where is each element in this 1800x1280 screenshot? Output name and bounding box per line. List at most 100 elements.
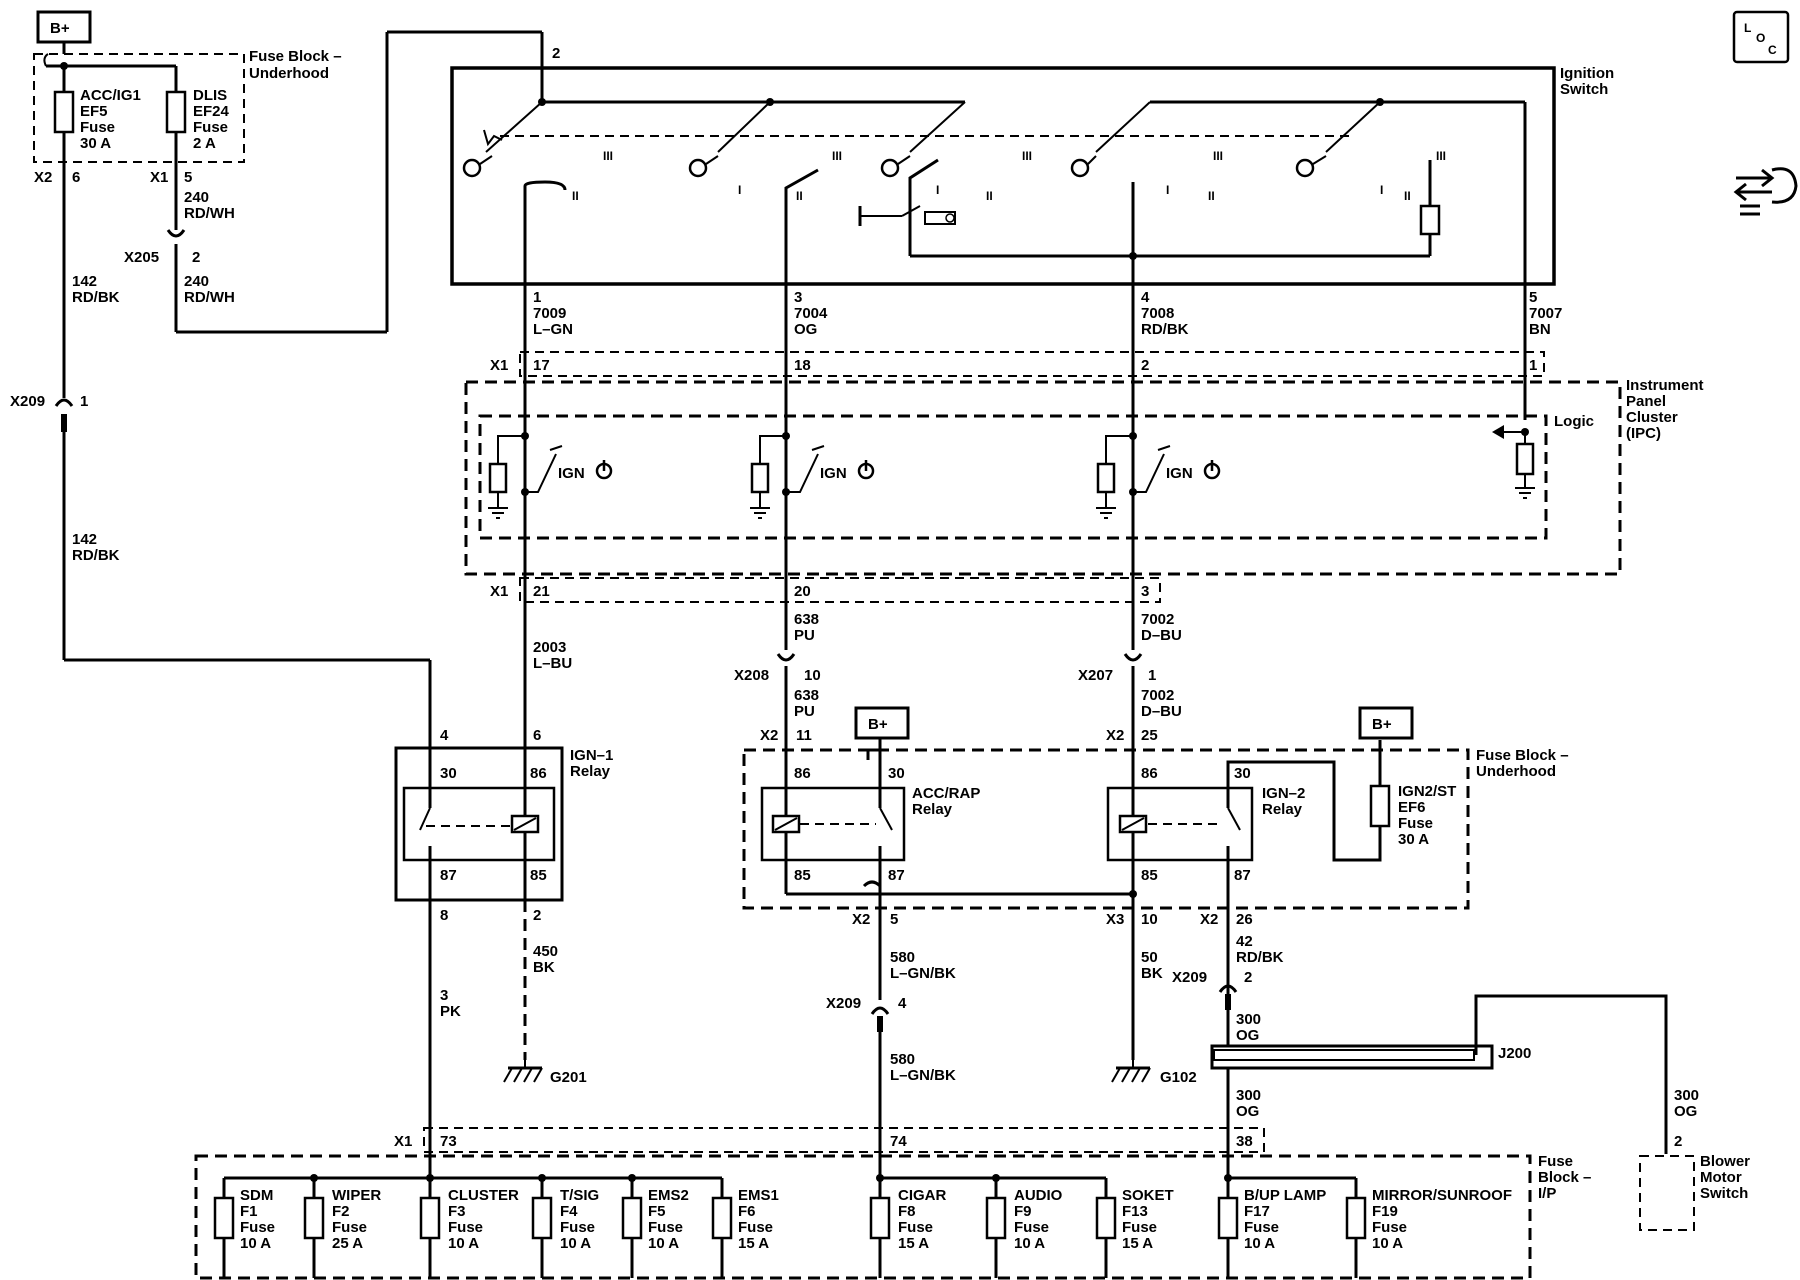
svg-text:II: II [986,189,993,203]
splice-j200 [1210,1044,1494,1070]
svg-text:10 A: 10 A [648,1235,679,1252]
w7007-color: BN [1529,321,1551,338]
svg-text:F13: F13 [1122,1203,1148,1220]
switch-pole-4 [1070,158,1090,178]
w142b-color: RD/BK [72,547,120,564]
blower-motor-switch: 2 Blower Motor Switch [1639,1133,1750,1231]
w142a-color: RD/BK [72,289,120,306]
w638a-circuit: 638 [794,611,819,628]
ef24-line1: DLIS [193,87,227,104]
ground-g201: G201 [550,1069,587,1086]
svg-text:I: I [738,183,741,197]
ign2-title-1: IGN–2 [1262,785,1305,802]
svg-text:I: I [1380,183,1383,197]
w638b-color: PU [794,703,815,720]
ef24-line2: EF24 [193,103,230,120]
ign1-title-1: IGN–1 [570,747,613,764]
svg-text:F9: F9 [1014,1203,1032,1220]
w300c-color: OG [1674,1103,1697,1120]
acc-title-1: ACC/RAP [912,785,980,802]
svg-text:III: III [1213,149,1223,163]
x209-right-pin: 2 [1244,969,1252,986]
x208-label: X208 [734,667,769,684]
ipc-title-3: Cluster [1626,409,1678,426]
ign1-t30: 30 [440,765,457,782]
power-icon-2 [857,460,875,480]
svg-text:II: II [1208,189,1215,203]
blower-title-3: Switch [1700,1185,1748,1202]
acc-t30: 30 [888,765,905,782]
svg-text:Fuse: Fuse [1122,1219,1157,1236]
svg-text:Fuse: Fuse [332,1219,367,1236]
acc-t87: 87 [888,867,905,884]
svg-text:EMS2: EMS2 [648,1187,689,1204]
fuse-f1: SDM F1 Fuse 10 A [213,1178,275,1278]
w300b-color: OG [1236,1103,1259,1120]
w450-color: BK [533,959,555,976]
fuse-f13: SOKET F13 Fuse 15 A [1095,1178,1174,1278]
fuse-block-ip: X1 73 74 38 Fuse Block – I/P SDM F1 Fuse… [194,1127,1591,1280]
fbip-pin-38: 38 [1236,1133,1253,1150]
switch-pole-2 [688,158,708,178]
w2003-circuit: 2003 [533,639,566,656]
svg-text:25 A: 25 A [332,1235,363,1252]
svg-text:10 A: 10 A [1372,1235,1403,1252]
svg-text:Fuse: Fuse [1014,1219,1049,1236]
ign1-t87: 87 [440,867,457,884]
w240a-circuit: 240 [184,189,209,206]
isw-pin-5: 5 [1529,289,1537,306]
w240b-color: RD/WH [184,289,235,306]
switch-pole-5 [1295,158,1315,178]
svg-text:SDM: SDM [240,1187,273,1204]
ign2-t86: 86 [1141,765,1158,782]
ipc-title-4: (IPC) [1626,425,1661,442]
ign1-title-2: Relay [570,763,611,780]
svg-text:10 A: 10 A [448,1235,479,1252]
svg-text:III: III [1022,149,1032,163]
loc-l: L [1744,21,1751,35]
x205-label: X205 [124,249,159,266]
w638b-circuit: 638 [794,687,819,704]
w580b-color: L–GN/BK [890,1067,956,1084]
w300a-color: OG [1236,1027,1259,1044]
ign-label-1: IGN [558,465,585,482]
svg-text:10 A: 10 A [1014,1235,1045,1252]
ipc-pin-1: 1 [1529,357,1537,374]
svg-text:Fuse: Fuse [898,1219,933,1236]
fbip-x1: X1 [394,1133,412,1150]
ef5-line2: EF5 [80,103,108,120]
isw-pin-3: 3 [794,289,802,306]
x209-connector-left [61,414,67,432]
svg-text:III: III [1436,149,1446,163]
ground-g201-icon [503,1060,543,1083]
svg-text:MIRROR/SUNROOF: MIRROR/SUNROOF [1372,1187,1512,1204]
ign1-pin-4: 4 [440,727,449,744]
svg-text:15 A: 15 A [898,1235,929,1252]
fuse-f5: EMS2 F5 Fuse 10 A [621,1178,689,1278]
svg-text:Fuse: Fuse [1372,1219,1407,1236]
svg-text:Fuse: Fuse [448,1219,483,1236]
svg-text:B/UP LAMP: B/UP LAMP [1244,1187,1326,1204]
svg-text:15 A: 15 A [1122,1235,1153,1252]
power-icon-3 [1203,460,1221,480]
w7002b-color: D–BU [1141,703,1182,720]
x207-pin: 1 [1148,667,1156,684]
ign2-pin-26: 26 [1236,911,1253,928]
ipc-pin-20: 20 [794,583,811,600]
splice-j200-label: J200 [1498,1045,1531,1062]
w50-circuit: 50 [1141,949,1158,966]
ipc-x1-top: X1 [490,357,508,374]
x208-pin: 10 [804,667,821,684]
ipc-pin-17: 17 [533,357,550,374]
fbip-title-2: Block – [1538,1169,1591,1186]
w300a-circuit: 300 [1236,1011,1261,1028]
ef24-line4: 2 A [193,135,216,152]
ign2-t85: 85 [1141,867,1158,884]
bplus-box-acc [854,706,910,740]
switch-contacts: III II III I II III I II III I II III I … [572,149,1446,203]
w42-color: RD/BK [1236,949,1284,966]
ign-switch-title-1: Ignition [1560,65,1614,82]
loc-box: L O C [1732,10,1790,64]
svg-text:15 A: 15 A [738,1235,769,1252]
fuse-f17: B/UP LAMP F17 Fuse 10 A [1217,1178,1326,1278]
